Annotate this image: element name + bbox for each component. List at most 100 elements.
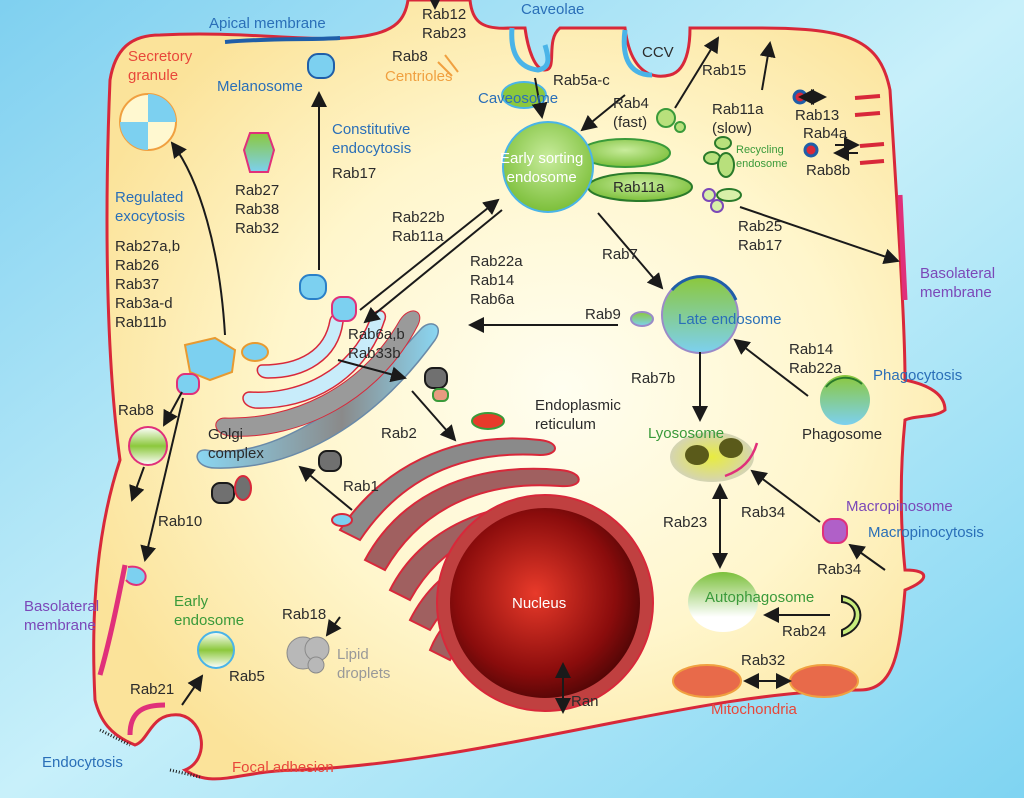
label-autophagosome: Autophagosome [705,589,815,606]
rab9-vesicle [630,311,654,327]
label-centrioles: Centrioles [385,68,453,85]
centrioles-shape [437,54,459,77]
label-rab4-fast: Rab4 (fast) [613,95,649,131]
label-rab11a-slow: Rab11a (slow) [712,101,764,137]
label-constitutive-endocytosis: Constitutive endocytosis [332,121,412,157]
tight-junctions [854,94,885,165]
basolateral-membrane-left [97,564,128,676]
arrow-rab22b [359,198,500,311]
label-rab7: Rab7 [602,246,638,263]
macropinosome-shape [822,518,848,544]
secretory-vesicle-small [241,342,269,362]
arrow-regulated-exocytosis [170,141,226,336]
label-apical-membrane: Apical membrane [209,15,326,32]
label-golgi-complex: Golgi complex [208,426,264,462]
label-rab32: Rab32 [741,652,786,669]
label-endoplasmic-reticulum: Endoplasmic reticulum [535,397,621,433]
label-rab34: Rab34 [817,561,862,578]
arrow-to-golgi [363,209,503,324]
label-ran: Ran [571,693,599,710]
label-rab25-rab17: Rab25 Rab17 [738,218,783,254]
copii-vesicle-3 [234,475,252,501]
label-rab14-rab22a: Rab14 Rab22a [789,341,842,377]
label-nucleus: Nucleus [512,595,567,612]
arrow-rab21 [181,674,204,706]
label-macropinosome: Macropinosome [846,498,953,515]
label-rab12-rab23: Rab12 Rab23 [422,6,467,42]
arrow-rab11a-slow [759,41,776,91]
apical-membrane [224,36,341,44]
label-rab6-rab33b: Rab6a,b Rab33b [348,326,405,362]
rab8b-vesicle [803,142,819,158]
label-rab24: Rab24 [782,623,827,640]
label-phagosome: Phagosome [802,426,883,443]
label-lipid-droplets: Lipid droplets [337,646,391,682]
arrow-rab34-lyso [750,469,821,523]
arrow-rab10 [140,397,184,562]
label-rab8-centriole: Rab8 [392,48,428,65]
lysosome-granule-1 [685,445,709,465]
early-sorting-endosome-shape [502,121,594,213]
label-basolateral-membrane-left: Basolateral membrane [24,598,100,634]
copii-vesicle-1 [318,450,342,472]
label-late-endosome: Late endosome [678,311,782,328]
endocytosis-pit [127,702,166,736]
label-focal-adhesion: Focal adhesion [232,759,334,776]
label-caveosome: Caveosome [478,90,559,107]
label-rab8-left: Rab8 [118,402,154,419]
phagosome-arc [825,376,863,388]
label-rab27-rab38-rab32: Rab27 Rab38 Rab32 [235,182,280,237]
rab2-vesicle [432,388,449,402]
trafficking-arrows [129,0,900,714]
ccv-pit [621,29,653,78]
rab6-vesicle [331,296,357,322]
arrow-caveosome [531,77,548,119]
nucleus-shape [450,508,640,698]
rab25-vesicles [702,188,742,213]
early-endosome-rab8 [128,426,168,466]
mitochondrion-2 [789,664,859,698]
phagophore-shape [841,594,862,638]
arrow-rab18 [325,616,342,637]
label-rab23: Rab23 [663,514,708,531]
basolateral-membrane-right [897,194,908,301]
recycling-endosome-shape [703,136,735,178]
arrow-rab8 [163,391,183,427]
secretory-granule-shape [119,93,177,151]
label-secretory-granule: Secretory granule [128,48,193,84]
label-basolateral-membrane-right: Basolateral membrane [920,265,996,301]
early-endosome-shape [197,631,235,669]
label-rab8b: Rab8b [806,162,851,179]
label-rab18: Rab18 [282,606,327,623]
copii-vesicle-2 [211,482,235,504]
label-rab21: Rab21 [130,681,175,698]
label-rab2: Rab2 [381,425,417,442]
label-early-endosome: Early endosome [174,593,245,629]
label-lysosome: Lyososome [648,425,725,442]
constitutive-vesicle [299,274,327,300]
copi-vesicle [424,367,448,389]
lysosome-arc [724,442,759,478]
label-rab7b: Rab7b [631,370,676,387]
er-exit-site [471,412,505,430]
label-rab22a-rab14-rab6a: Rab22a Rab14 Rab6a [470,253,523,308]
label-rab5: Rab5 [229,668,265,685]
lipid-droplets-shape [286,636,330,674]
fast-recycling-vesicle-small [674,121,686,133]
late-endosome-arc [670,275,738,301]
label-phagocytosis: Phagocytosis [873,367,963,384]
er-vesicle [331,513,353,527]
phagosome-shape [820,375,870,425]
label-rab5a-c: Rab5a-c [553,72,610,89]
arrow-rab7 [597,212,664,290]
focal-adhesion-marks [99,728,201,779]
lysosome-granule-2 [719,438,743,458]
label-rab1: Rab1 [343,478,379,495]
label-rab9: Rab9 [585,306,621,323]
arrow-rab1 [298,465,353,511]
label-rab15: Rab15 [702,62,747,79]
label-ccv: CCV [642,44,674,61]
label-macropinocytosis: Macropinocytosis [868,524,984,541]
arrow-rab8-down [129,466,145,502]
